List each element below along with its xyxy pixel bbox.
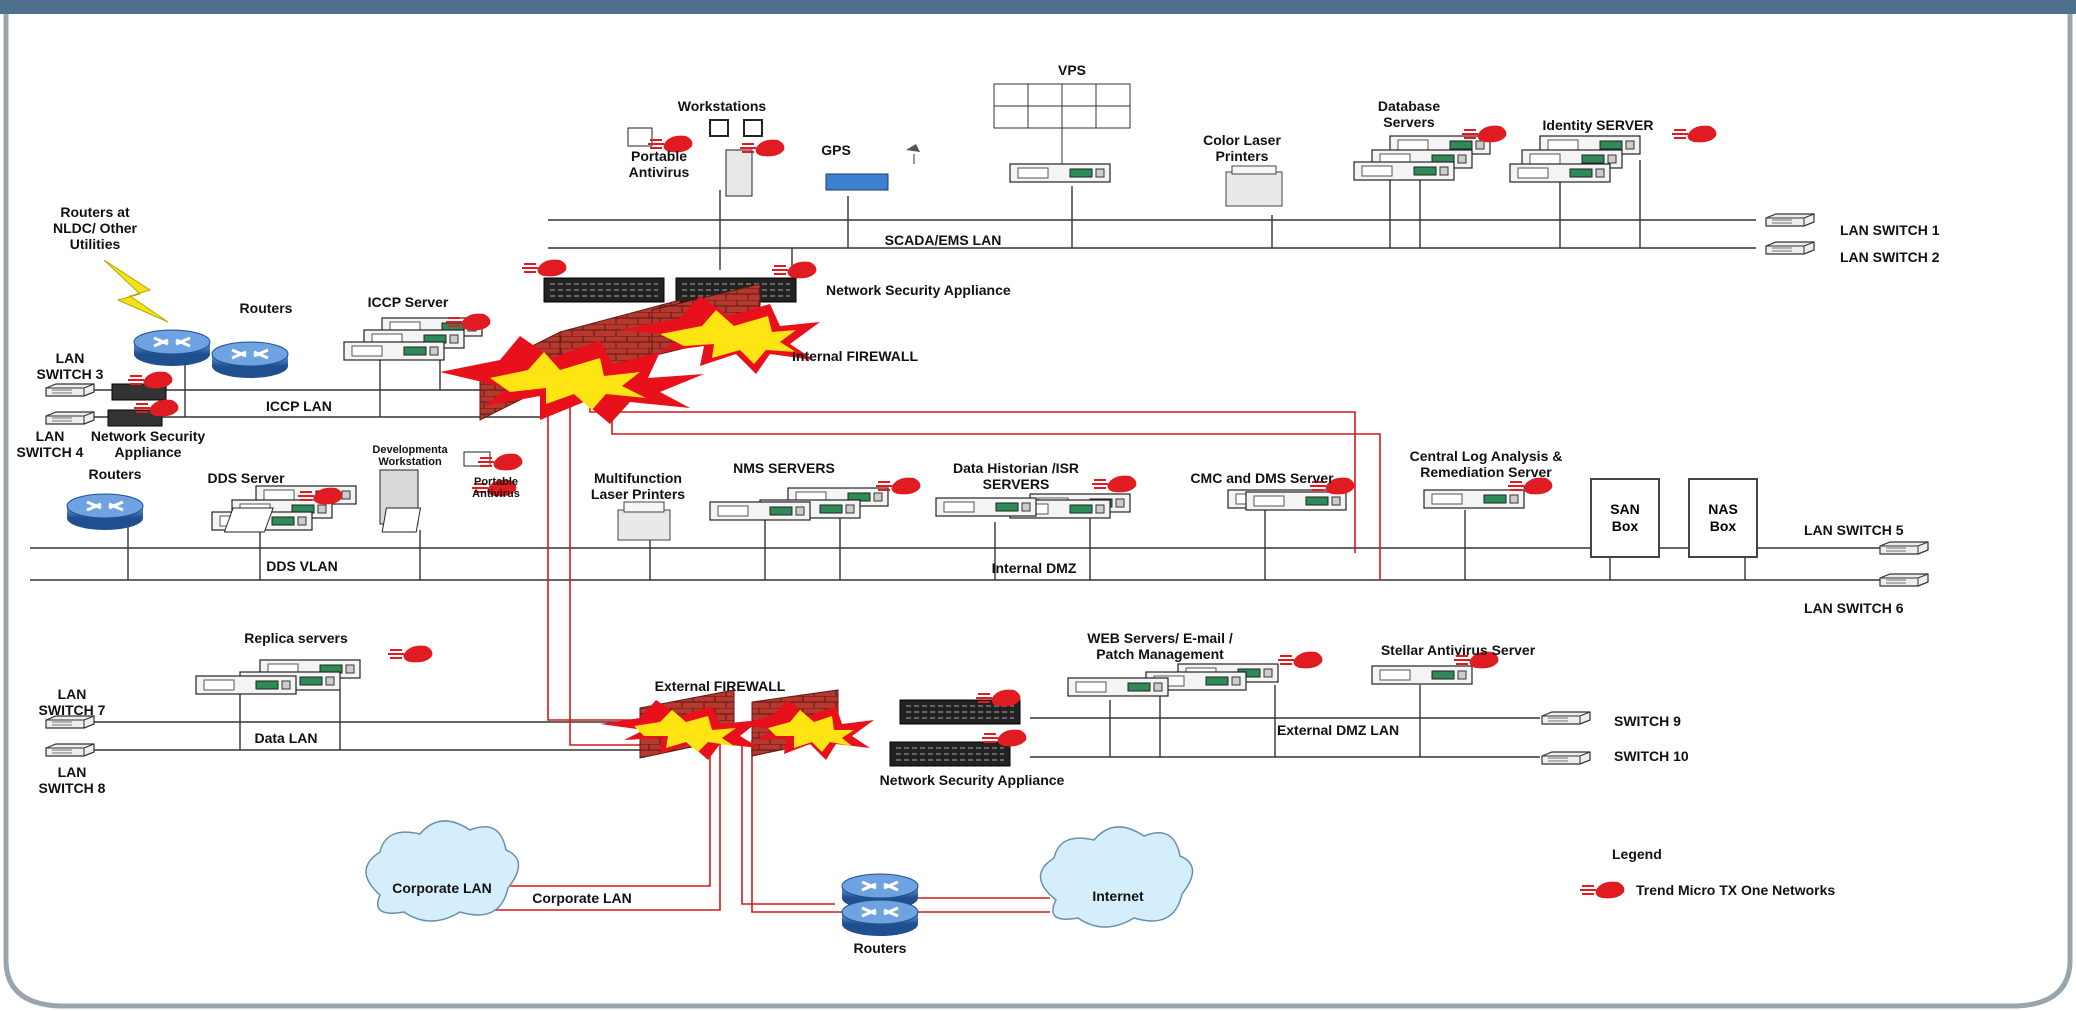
label-switch-9: SWITCH 9 — [1614, 713, 1681, 729]
development-workstation-icon — [223, 451, 491, 533]
label-lan-switch-8: LAN SWITCH 8 — [38, 764, 106, 796]
multifunction-printer-icon — [617, 501, 671, 541]
label-nsa-bottom: Network Security Appliance — [879, 772, 1065, 788]
label-routers-bottom: Routers — [853, 940, 907, 956]
legend-title: Legend — [1612, 846, 1662, 862]
label-nsa-top: Network Security Appliance — [826, 282, 1011, 298]
label-vps: VPS — [1057, 62, 1087, 78]
legend-item-label: Trend Micro TX One Networks — [1636, 882, 1836, 898]
label-nms-servers: NMS SERVERS — [733, 460, 835, 476]
label-iccp-lan: ICCP LAN — [266, 398, 332, 414]
label-stellar-antivirus: Stellar Antivirus Server — [1380, 642, 1536, 658]
color-laser-printer-icon — [1225, 165, 1283, 207]
label-database-servers: Database Servers — [1377, 98, 1441, 130]
label-switch-10: SWITCH 10 — [1614, 748, 1689, 764]
label-lan-switch-1: LAN SWITCH 1 — [1840, 222, 1940, 238]
label-iccp-server: ICCP Server — [367, 294, 449, 310]
label-lan-switch-2: LAN SWITCH 2 — [1840, 249, 1940, 265]
workstation-icons — [627, 119, 763, 197]
external-firewall-graphic — [600, 689, 874, 760]
label-cmc-dms: CMC and DMS Server — [1190, 470, 1334, 486]
label-gps: GPS — [821, 142, 851, 158]
label-dev-workstation: Developmenta Workstation — [372, 444, 448, 468]
label-dds-server: DDS Server — [207, 470, 285, 486]
trend-micro-legend-icon — [1579, 880, 1626, 900]
gps-device — [825, 173, 889, 191]
internet-cloud — [1039, 826, 1194, 928]
label-routers-top: Routers — [239, 300, 293, 316]
label-portable-antivirus-top: Portable Antivirus — [628, 148, 690, 180]
label-color-laser-printers: Color Laser Printers — [1203, 132, 1281, 164]
san-box: SAN Box — [1590, 478, 1660, 558]
label-corporate-lan-link: Corporate LAN — [532, 890, 632, 906]
label-lan-switch-4: LAN SWITCH 4 — [16, 428, 84, 460]
internal-firewall-graphic — [440, 283, 820, 424]
label-dds-vlan: DDS VLAN — [266, 558, 338, 574]
nas-box: NAS Box — [1688, 478, 1758, 558]
label-data-historian: Data Historian /ISR SERVERS — [952, 460, 1080, 492]
label-routers-mid: Routers — [88, 466, 142, 482]
label-internal-dmz: Internal DMZ — [991, 560, 1077, 576]
label-lan-switch-7: LAN SWITCH 7 — [38, 686, 106, 718]
wan-link-lightning-icon — [103, 259, 169, 323]
label-replica-servers: Replica servers — [244, 630, 348, 646]
lan-lines — [30, 160, 1880, 758]
label-lan-switch-3: LAN SWITCH 3 — [36, 350, 104, 382]
label-external-firewall: External FIREWALL — [654, 678, 786, 694]
label-internal-firewall: Internal FIREWALL — [792, 348, 918, 364]
label-central-log: Central Log Analysis & Remediation Serve… — [1409, 448, 1563, 480]
label-multifunction-printers: Multifunction Laser Printers — [590, 470, 686, 502]
label-data-lan: Data LAN — [254, 730, 318, 746]
label-corporate-lan-cloud: Corporate LAN — [392, 880, 492, 896]
label-portable-antivirus-mid: Portable Antivirus — [472, 476, 520, 500]
label-identity-server: Identity SERVER — [1542, 117, 1654, 133]
label-scada-ems-lan: SCADA/EMS LAN — [884, 232, 1002, 248]
label-internet-cloud: Internet — [1092, 888, 1144, 904]
satellite-dish-icon — [906, 144, 920, 164]
label-lan-switch-5: LAN SWITCH 5 — [1804, 522, 1904, 538]
label-workstations: Workstations — [677, 98, 767, 114]
label-external-dmz: External DMZ LAN — [1276, 722, 1400, 738]
label-nsa-left: Network Security Appliance — [90, 428, 206, 460]
label-lan-switch-6: LAN SWITCH 6 — [1804, 600, 1904, 616]
corporate-lan-cloud — [365, 820, 520, 922]
label-routers-nldc: Routers at NLDC/ Other Utilities — [53, 204, 137, 252]
vps-video-wall — [993, 83, 1131, 129]
label-web-servers: WEB Servers/ E-mail / Patch Management — [1087, 630, 1233, 662]
